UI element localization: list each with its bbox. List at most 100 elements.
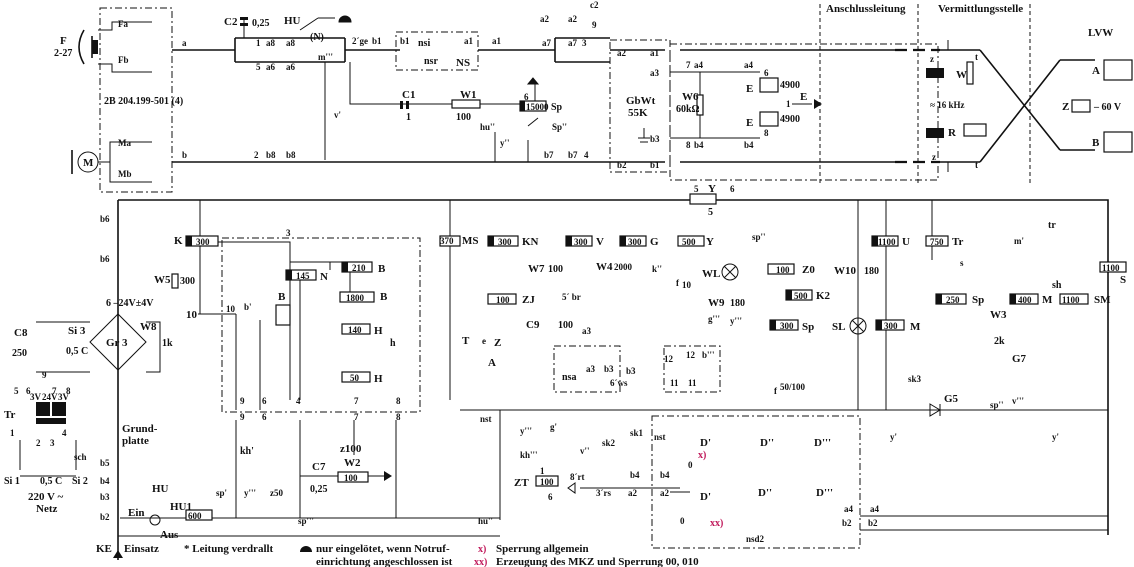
- line-ab-exchange: [680, 49, 895, 163]
- handset-f-id: 2-27: [54, 48, 72, 59]
- right-g7-label: G7: [1012, 353, 1027, 365]
- gbwt-n8-label: 8: [764, 128, 769, 138]
- middle-n10-label: 10: [186, 309, 198, 321]
- bottom-mid-n0-label: 0: [688, 460, 693, 470]
- top-labels-a8-label: a8: [266, 38, 276, 48]
- power-n9-label: 9: [42, 370, 47, 380]
- middle-bbv-label: 1800: [346, 293, 365, 303]
- bottom-mid-a2-label: a2: [628, 488, 638, 498]
- bottom-mid-d3-label: D''': [816, 487, 833, 499]
- line-a-top: [172, 37, 665, 63]
- right-n5b-label: 5: [694, 184, 699, 194]
- right-f10-label: f: [676, 278, 680, 288]
- exchange-w-label: W: [956, 69, 967, 81]
- right-s2v-label: 1100: [1102, 263, 1120, 273]
- legend-xx-label: xx): [474, 557, 487, 567]
- gbwt-ident-label: 55K: [628, 107, 648, 119]
- gbwt-a4-label: a4: [744, 60, 754, 70]
- gbwt-b4-label: b4: [694, 140, 704, 150]
- lower-left-hu1v-label: 600: [188, 511, 202, 521]
- right-w3v-label: 2k: [994, 336, 1005, 347]
- right-b3-label: b3: [626, 366, 636, 376]
- right-w7v-label: 100: [548, 264, 563, 275]
- power-n6-label: 6: [26, 386, 31, 396]
- middle-b2-label: B: [378, 263, 386, 275]
- right-z-label: Z: [494, 337, 501, 349]
- lower-left-w2-label: W2: [344, 457, 361, 469]
- middle-w5-label: W5: [154, 274, 171, 286]
- middle-h2-label: H: [374, 373, 383, 385]
- middle-hlow-label: h: [390, 338, 396, 349]
- transformer-tr: Tr 3V 24V 3V 5 6 7 8 9 1 2 3 4 sch Si 1 …: [4, 370, 88, 515]
- ns-dial-box: [395, 31, 479, 71]
- gbwt-b2-label: b2: [617, 160, 627, 170]
- power-w8v-label: 1k: [162, 338, 173, 349]
- relay-group-box: [221, 237, 421, 413]
- right-b3p-label: b''': [702, 350, 715, 360]
- bottom-mid-rs-label: 3´rs: [596, 488, 611, 498]
- legend-x-label: x): [478, 544, 486, 555]
- right-f50-label: f: [774, 386, 778, 396]
- nsa-box: [553, 345, 621, 393]
- lower-left-c7-label: C7: [312, 461, 326, 473]
- power-b2-label: b2: [100, 512, 110, 522]
- middle-n3-label: 3: [286, 228, 291, 238]
- lower-left-z50-label: z50: [270, 488, 283, 498]
- power-si1-label: Si 1: [4, 476, 20, 487]
- gbwt-n7-label: 7: [686, 60, 691, 70]
- anschluss-frame: [669, 43, 939, 181]
- bottom-mid-sk2-label: sk2: [602, 438, 616, 448]
- middle-n8-label: 8: [396, 396, 401, 406]
- dial-pulse-box: [651, 415, 861, 549]
- top-labels-n-label: (N): [310, 32, 324, 43]
- bottom-mid-sk1-label: sk1: [630, 428, 644, 438]
- header-anschlussleitung: Anschlussleitung: [826, 3, 906, 15]
- gbwt-a3-label: a3: [650, 68, 660, 78]
- right-w9-label: W9: [708, 297, 725, 309]
- gbwt-b1-label: b1: [650, 160, 660, 170]
- power-v3b-label: 3V: [58, 392, 70, 402]
- top-labels-b7-label: b7: [568, 150, 578, 160]
- right-y3-label: y''': [730, 316, 742, 326]
- right-tr-label: Tr: [952, 236, 964, 248]
- top-labels-nine-label: 9: [592, 20, 597, 30]
- microphone-m: M: [83, 157, 94, 169]
- middle-n8-label: 8: [396, 412, 401, 422]
- right-relay-block: 300 KN 300 V 300 G 500 Y Y 5 5 6 sp'' W7…: [460, 183, 1127, 442]
- middle-msv-label: 370: [440, 236, 454, 246]
- bottom-mid-nsd2-label: nsd2: [746, 534, 765, 544]
- lower-left-kh-label: kh': [240, 446, 254, 457]
- exchange-freq-label: ≈ 16 kHz: [930, 100, 964, 110]
- right-a3-label: a3: [582, 326, 592, 336]
- right-w10v-label: 180: [864, 266, 879, 277]
- right-g-label: G: [650, 236, 659, 248]
- right-ws-label: 6´ws: [610, 378, 628, 388]
- bottom-mid-v2-label: v'': [580, 446, 590, 456]
- right-n11-label: 11: [670, 378, 679, 388]
- middle-n9-label: 9: [240, 412, 245, 422]
- power-gr3-label: Gr 3: [106, 337, 128, 349]
- c2-label: C2: [224, 16, 238, 28]
- middle-h-label: H: [374, 325, 383, 337]
- right-w3-label: W3: [990, 309, 1007, 321]
- lower-left-sp3-label: sp''': [298, 516, 314, 526]
- bottom-mid-kh3-label: kh''': [520, 450, 538, 460]
- middle-w5v-label: 300: [180, 276, 195, 287]
- exchange-z-label: z: [932, 152, 936, 162]
- top-labels-a2-label: a2: [540, 14, 550, 24]
- right-n12-label: 12: [686, 350, 696, 360]
- power-n4-label: 4: [62, 428, 67, 438]
- right-k2b-label: K2: [816, 290, 831, 302]
- bottom-mid-xx-label: xx): [710, 518, 723, 529]
- bottom-mid-b4-label: b4: [630, 470, 640, 480]
- legend-dot-line1: nur eingelötet, wenn Notruf-: [316, 543, 450, 555]
- top-labels-b1-label: b1: [400, 36, 410, 46]
- top-labels-a2-label: a2: [568, 14, 578, 24]
- top-labels-w1v-label: 100: [456, 112, 471, 123]
- right-n12-label: 12: [664, 354, 674, 364]
- right-s2-label: S: [1120, 274, 1126, 286]
- power-c8-label: C8: [14, 327, 28, 339]
- top-labels-a1-label: a1: [492, 36, 502, 46]
- right-y1b-label: y': [1052, 432, 1059, 442]
- top-labels-c2v-label: 0,25: [252, 18, 270, 29]
